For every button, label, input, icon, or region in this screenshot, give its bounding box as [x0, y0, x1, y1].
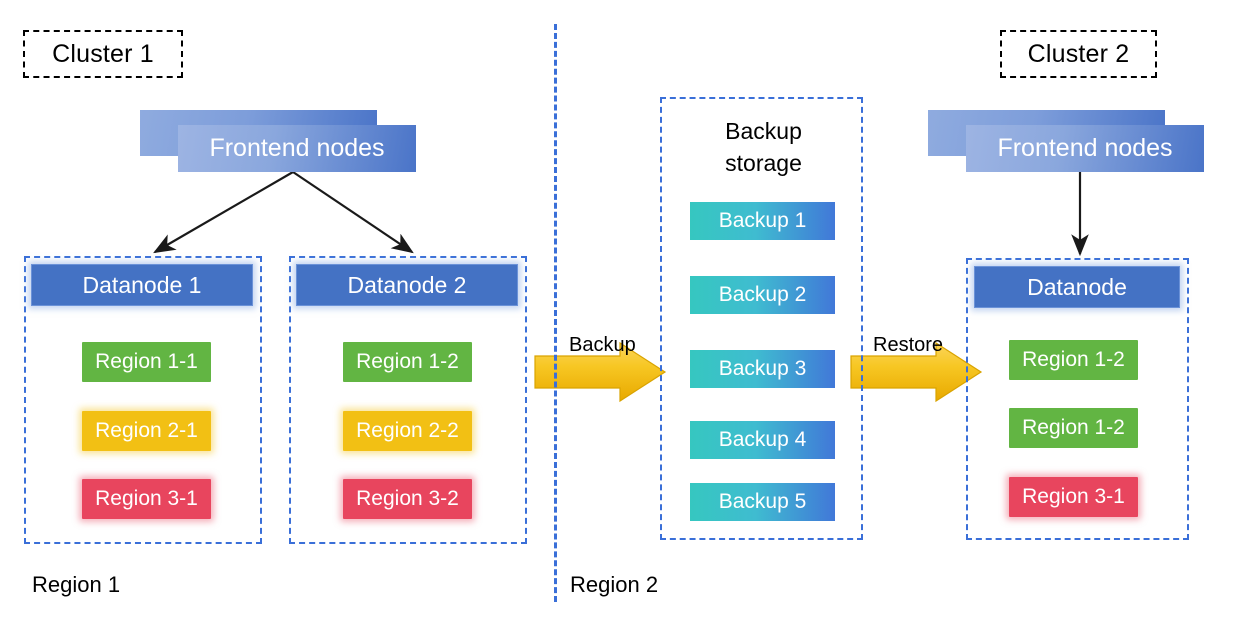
frontend-nodes-cluster1: Frontend nodes [140, 110, 416, 172]
backup-storage-title-line2: storage [725, 150, 802, 176]
backup-chip-3[interactable]: Backup 3 [690, 350, 835, 388]
region-chip-c2-3-label: Region 3-1 [1022, 485, 1125, 508]
cluster-2-chip: Cluster 2 [1000, 30, 1157, 78]
region-chip-c2-2[interactable]: Region 1-2 [1009, 408, 1138, 448]
region-chip-2-1-label: Region 2-1 [95, 419, 198, 442]
backup-storage-group: Backup storage Backup 1 Backup 2 Backup … [660, 97, 863, 540]
backup-chip-5-label: Backup 5 [718, 490, 807, 513]
region-chip-c2-3[interactable]: Region 3-1 [1009, 477, 1138, 517]
backup-chip-1[interactable]: Backup 1 [690, 202, 835, 240]
datanode-2-group: Datanode 2 Region 1-2 Region 2-2 Region … [289, 256, 527, 544]
region-2-footer-label: Region 2 [570, 572, 658, 598]
cluster-1-chip: Cluster 1 [23, 30, 183, 78]
restore-flow-label: Restore [873, 334, 943, 357]
backup-chip-4[interactable]: Backup 4 [690, 421, 835, 459]
datanode-2-label: Datanode 2 [347, 271, 467, 298]
backup-flow-label: Backup [569, 334, 636, 357]
region-chip-3-1[interactable]: Region 3-1 [82, 479, 211, 519]
region-chip-c2-1-label: Region 1-2 [1022, 348, 1125, 371]
datanode-cluster2-label: Datanode [1027, 273, 1127, 300]
region-chip-2-2[interactable]: Region 2-2 [343, 411, 472, 451]
backup-chip-2[interactable]: Backup 2 [690, 276, 835, 314]
region-2-footer-text: Region 2 [570, 572, 659, 597]
region-chip-1-2-label: Region 1-2 [356, 350, 459, 373]
backup-storage-title: Backup storage [662, 115, 865, 179]
arrow-frontend-to-datanode-1 [153, 171, 294, 254]
datanode-1-group: Datanode 1 Region 1-1 Region 2-1 Region … [24, 256, 262, 544]
region-chip-c2-2-label: Region 1-2 [1022, 416, 1125, 439]
datanode-1-header[interactable]: Datanode 1 [31, 264, 253, 306]
backup-chip-5[interactable]: Backup 5 [690, 483, 835, 521]
backup-chip-2-label: Backup 2 [718, 283, 807, 306]
frontend-nodes-label-cluster1: Frontend nodes [209, 134, 385, 162]
frontend-nodes-label-cluster2: Frontend nodes [997, 134, 1173, 162]
region-chip-1-1-label: Region 1-1 [95, 350, 198, 373]
backup-chip-1-label: Backup 1 [718, 209, 807, 232]
region-chip-3-2[interactable]: Region 3-2 [343, 479, 472, 519]
cluster-2-label: Cluster 2 [1027, 39, 1130, 68]
frontend-nodes-stack-front-layer[interactable]: Frontend nodes [178, 125, 416, 172]
region-chip-1-1[interactable]: Region 1-1 [82, 342, 211, 382]
region-chip-3-1-label: Region 3-1 [95, 487, 198, 510]
region-chip-c2-1[interactable]: Region 1-2 [1009, 340, 1138, 380]
cluster-1-label: Cluster 1 [52, 39, 154, 68]
region-divider [554, 24, 557, 602]
region-chip-3-2-label: Region 3-2 [356, 487, 459, 510]
datanode-cluster2-group: Datanode Region 1-2 Region 1-2 Region 3-… [966, 258, 1189, 540]
region-chip-1-2[interactable]: Region 1-2 [343, 342, 472, 382]
datanode-2-header[interactable]: Datanode 2 [296, 264, 518, 306]
backup-flow-label-text: Backup [569, 334, 636, 356]
region-chip-2-1[interactable]: Region 2-1 [82, 411, 211, 451]
arrow-frontend-to-datanode-2 [292, 171, 414, 254]
frontend-nodes-cluster2: Frontend nodes [928, 110, 1204, 172]
backup-chip-4-label: Backup 4 [718, 428, 807, 451]
datanode-1-label: Datanode 1 [82, 271, 202, 298]
region-chip-2-2-label: Region 2-2 [356, 419, 459, 442]
backup-storage-title-line1: Backup [725, 118, 802, 144]
restore-flow-label-text: Restore [873, 334, 944, 356]
region-1-footer-text: Region 1 [32, 572, 121, 597]
datanode-cluster2-header[interactable]: Datanode [974, 266, 1180, 308]
frontend-nodes-stack-front-layer-2[interactable]: Frontend nodes [966, 125, 1204, 172]
region-1-footer-label: Region 1 [32, 572, 120, 598]
backup-chip-3-label: Backup 3 [718, 357, 807, 380]
